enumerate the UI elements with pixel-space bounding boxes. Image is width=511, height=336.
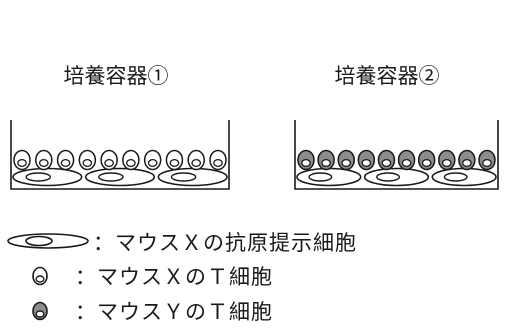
t-cell-nucleus xyxy=(213,158,223,168)
mouse-x-t-cell-icon xyxy=(32,266,48,286)
t-cell-nucleus xyxy=(341,158,352,168)
t-cell-nucleus xyxy=(147,158,158,168)
t-cell-nucleus xyxy=(191,158,202,168)
mouse-y-t-cell-icon xyxy=(32,301,48,321)
legend-apc-text: ：マウスＸの抗原提示細胞 xyxy=(93,231,357,255)
antigen-presenting-cell xyxy=(431,167,497,187)
antigen-presenting-cell-nucleus xyxy=(443,172,468,182)
t-cell-nucleus xyxy=(104,158,114,168)
antigen-presenting-cell-icon xyxy=(7,233,89,249)
t-cell-nucleus xyxy=(482,158,492,168)
legend-x-tcell-text: ：マウスＸのＴ細胞 xyxy=(75,265,273,289)
culture-container-1 xyxy=(10,120,230,190)
container-wall xyxy=(294,120,499,190)
container-1-label: 培養容器① xyxy=(63,64,169,88)
antigen-presenting-cell-nucleus xyxy=(376,172,401,182)
t-cell-nucleus xyxy=(361,158,372,168)
antigen-presenting-cell xyxy=(363,167,430,187)
t-cell-nucleus xyxy=(60,158,71,168)
t-cell-nucleus xyxy=(381,158,392,168)
t-cell-nucleus xyxy=(82,158,93,168)
container-2-label: 培養容器② xyxy=(334,64,440,88)
t-cell-nucleus xyxy=(401,158,412,168)
t-cell-nucleus xyxy=(301,158,311,168)
t-cell-nucleus xyxy=(462,158,472,168)
antigen-presenting-cell-nucleus xyxy=(170,172,197,182)
container-wall xyxy=(10,120,230,190)
t-cell-nucleus xyxy=(17,158,27,168)
t-cell-nucleus xyxy=(321,158,331,168)
legend-y-tcell-text: ：マウスＹのＴ細胞 xyxy=(75,300,273,324)
antigen-presenting-cell-nucleus xyxy=(98,172,124,182)
t-cell-nucleus xyxy=(169,158,180,168)
antigen-presenting-cell xyxy=(12,167,83,187)
antigen-presenting-cell-nucleus xyxy=(308,172,333,182)
culture-container-2 xyxy=(294,120,499,190)
antigen-presenting-cell xyxy=(296,167,362,187)
t-cell-nucleus xyxy=(38,158,49,168)
antigen-presenting-cell xyxy=(84,167,156,187)
antigen-presenting-cell-nucleus xyxy=(25,172,52,182)
t-cell-nucleus xyxy=(126,158,136,168)
t-cell-nucleus xyxy=(441,158,452,168)
t-cell-nucleus xyxy=(421,158,432,168)
antigen-presenting-cell xyxy=(157,167,228,187)
